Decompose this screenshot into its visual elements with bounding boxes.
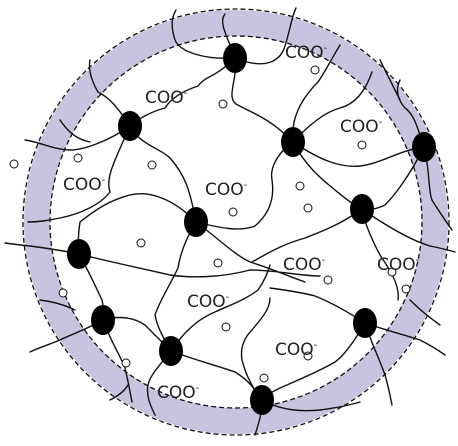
ion-circle <box>324 276 332 284</box>
polymer-chain <box>270 288 365 323</box>
crosslink-node <box>159 336 183 366</box>
crosslink-node <box>250 385 274 415</box>
coo-label: COO- <box>285 43 328 63</box>
coo-label: COO- <box>63 175 106 195</box>
coo-label: COO- <box>157 383 200 403</box>
coo-label: COO- <box>187 292 230 312</box>
ion-circle <box>59 289 67 297</box>
polymer-chain <box>293 142 362 209</box>
ion-circle <box>122 359 130 367</box>
crosslink-node <box>67 239 91 269</box>
crosslink-node <box>184 207 208 237</box>
ion-circle <box>222 323 230 331</box>
shell-ring <box>37 23 435 421</box>
coo-label: COO- <box>145 88 188 108</box>
ion-circle <box>311 66 319 74</box>
coo-label: COO- <box>340 117 383 137</box>
ion-circle <box>74 154 82 162</box>
ion-circle <box>219 100 227 108</box>
polymer-chain <box>155 222 196 351</box>
ion-circle <box>137 239 145 247</box>
ion-circle <box>358 141 366 149</box>
crosslink-node <box>281 127 305 157</box>
ion-circle <box>214 259 222 267</box>
crosslink-node <box>350 194 374 224</box>
ion-circle <box>229 208 237 216</box>
crosslink-node <box>353 308 377 338</box>
crosslink-node <box>412 132 436 162</box>
crosslink-node <box>91 305 115 335</box>
ion-circle <box>260 374 268 382</box>
coo-label: COO- <box>283 255 326 275</box>
ion-circle <box>148 161 156 169</box>
ion-circle <box>402 285 410 293</box>
polymer-chain <box>241 298 270 400</box>
crosslink-node <box>223 43 247 73</box>
ion-circle <box>296 182 304 190</box>
ion-circle <box>10 160 18 168</box>
ion-circle <box>304 204 312 212</box>
coo-label: COO- <box>377 255 420 275</box>
coo-label: COO- <box>275 340 318 360</box>
coo-label: COO- <box>205 180 248 200</box>
crosslink-node <box>118 111 142 141</box>
polymer-chain <box>130 126 196 222</box>
